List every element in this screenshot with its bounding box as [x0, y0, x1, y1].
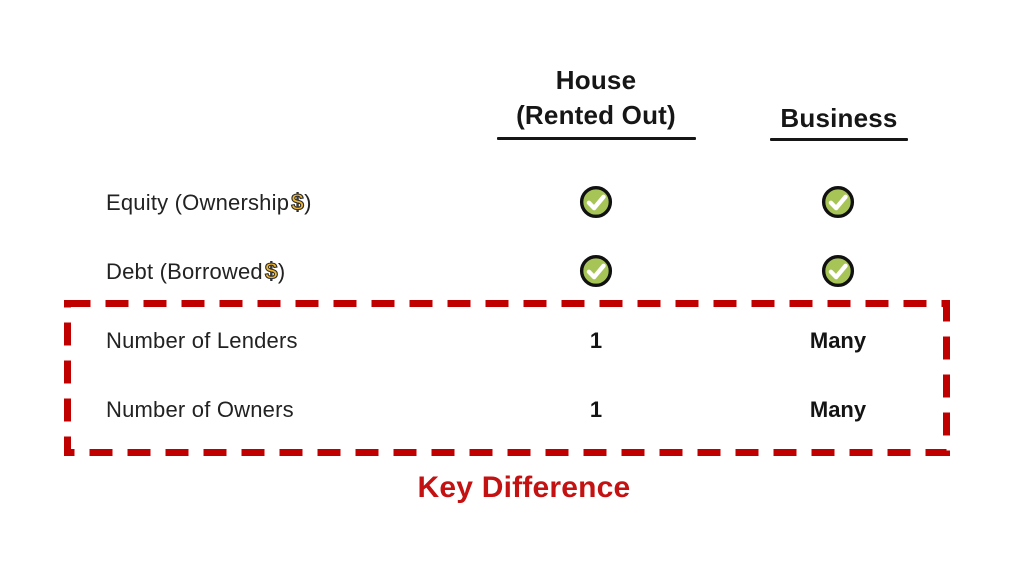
house-header-underline: [497, 137, 696, 140]
row-label-number-of-lenders: Number of Lenders: [106, 328, 298, 353]
row-label-equity-suffix: ): [304, 190, 312, 215]
row-label-debt-suffix: ): [277, 259, 286, 284]
check-icon: [821, 185, 855, 219]
check-icon: [579, 185, 613, 219]
column-header-house: House (Rented Out): [476, 63, 716, 133]
cell-lenders-business: Many: [809, 328, 867, 353]
check-icon: [579, 254, 613, 288]
cell-lenders-house: 1: [589, 328, 603, 353]
cell-owners-house: 1: [589, 397, 603, 422]
key-difference-label: Key Difference: [417, 471, 631, 504]
cell-owners-business: Many: [809, 397, 867, 422]
column-header-business: Business: [780, 103, 898, 133]
column-header-house-line1: House: [555, 65, 637, 95]
dollar-icon: $: [264, 257, 278, 284]
column-header-house-line2: (Rented Out): [516, 100, 676, 130]
row-label-equity: Equity (Ownership$): [106, 188, 312, 216]
check-icon: [821, 254, 855, 288]
business-header-underline: [770, 138, 908, 141]
dollar-icon: $: [291, 188, 305, 215]
row-label-number-of-owners: Number of Owners: [106, 397, 294, 422]
row-label-equity-text: Equity (Ownership: [106, 190, 290, 215]
row-label-debt: Debt (Borrowed$): [106, 257, 285, 285]
row-label-debt-text: Debt (Borrowed: [106, 259, 263, 284]
